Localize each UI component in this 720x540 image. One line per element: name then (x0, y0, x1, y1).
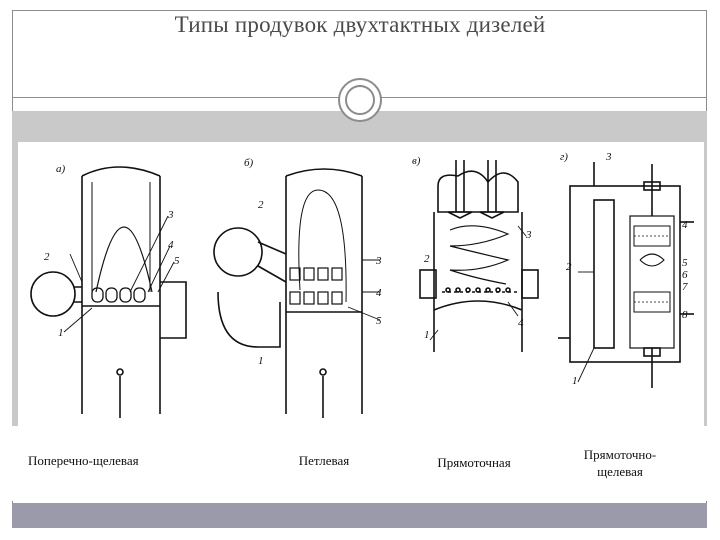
callout-label: 3 (605, 151, 612, 163)
callout-label: 1 (572, 375, 578, 387)
diagram-uniflow-port-scavenging (558, 162, 694, 388)
callout-label: 2 (424, 253, 430, 265)
diagram-loop-scavenging (213, 168, 381, 418)
callout-label: 2 (44, 251, 50, 263)
scavenging-diagrams: а) 2 1 3 4 5 б) 2 1 3 4 5 в) 2 1 3 4 г) … (30, 151, 694, 418)
slide-title: Типы продувок двухтактных дизелей (174, 12, 546, 37)
caption-cross-scavenging: Поперечно-щелевая (28, 453, 139, 468)
diagram-panel: а) 2 1 3 4 5 б) 2 1 3 4 5 в) 2 1 3 4 г) … (18, 142, 704, 426)
diagram-cross-scavenging (30, 166, 187, 418)
callout-label: 7 (682, 281, 688, 293)
figure-label-b: б) (244, 157, 254, 169)
callout-label: 5 (376, 315, 382, 327)
caption-loop-scavenging: Петлевая (298, 453, 350, 468)
callout-label: 2 (566, 261, 572, 273)
callout-label: 3 (167, 209, 174, 221)
callout-label: 4 (168, 239, 174, 251)
callout-label: 2 (258, 199, 264, 211)
callout-label: 4 (518, 317, 524, 329)
caption-strip: Поперечно-щелевая Петлевая Прямоточная П… (12, 426, 707, 501)
footer-bar (12, 503, 707, 528)
callout-label: 1 (258, 355, 264, 367)
caption-uniflow-port-scavenging: Прямоточно-щелевая (583, 447, 657, 479)
callout-label: 5 (682, 257, 688, 269)
callout-label: 4 (682, 219, 688, 231)
figure-label-d: г) (560, 151, 568, 163)
figure-label-c: в) (412, 155, 421, 167)
callout-label: 5 (174, 255, 180, 267)
callout-label: 8 (682, 309, 688, 321)
callout-label: 1 (424, 329, 430, 341)
diagram-uniflow-scavenging (419, 160, 539, 352)
divider-ornament-icon (338, 78, 382, 122)
callout-label: 3 (525, 229, 532, 241)
callout-label: 3 (375, 255, 382, 267)
caption-uniflow-scavenging: Прямоточная (437, 455, 511, 470)
callout-label: 6 (682, 269, 688, 281)
figure-label-a: а) (56, 163, 66, 175)
callout-label: 4 (376, 287, 382, 299)
callout-label: 1 (58, 327, 64, 339)
